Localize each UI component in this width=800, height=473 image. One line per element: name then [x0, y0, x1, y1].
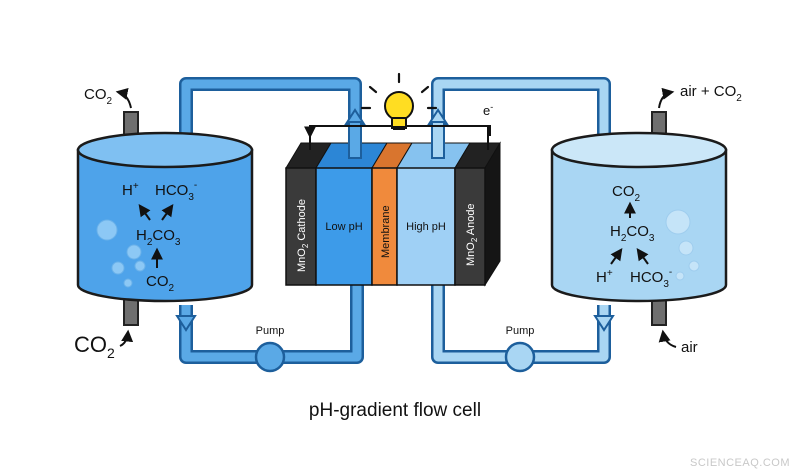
left-h-plus: H+ [122, 181, 139, 199]
light-bulb-icon [360, 72, 438, 130]
electron-arrow-right [480, 125, 491, 136]
right-h2co3: H2CO3 [610, 223, 655, 244]
cell-pipe-entries [348, 121, 445, 159]
right-arrow-h-h2co3 [610, 248, 623, 265]
right-bottom-air-arrow [658, 329, 677, 348]
high-ph-label: High pH [406, 221, 446, 233]
left-pump-icon [254, 341, 286, 373]
left-tank [76, 111, 254, 326]
electron-label: e- [483, 102, 493, 118]
flow-cell [285, 141, 501, 287]
right-tank-bubbles [665, 209, 700, 281]
anode-front [454, 167, 486, 286]
left-h2co3: H2CO3 [136, 227, 181, 248]
left-pump: Pump [254, 325, 286, 373]
left-co2: CO2 [146, 273, 175, 294]
right-tank [550, 111, 728, 326]
left-top-co2-arrow [115, 88, 132, 109]
left-bottom-co2-label: CO2 [74, 332, 115, 361]
cathode-label: MnO2 Cathode [296, 199, 310, 272]
membrane-label: Membrane [380, 205, 392, 258]
flow-arrow-right-down [593, 315, 615, 332]
right-bottom-air-label: air [681, 339, 698, 356]
watermark: SCIENCEAQ.COM [690, 457, 790, 469]
right-top-air-co2-label: air + CO2 [680, 83, 742, 104]
right-h-plus: H+ [596, 268, 613, 286]
gas-labels: CO2 CO2 air + CO2 air [74, 83, 742, 361]
right-tank-body [550, 148, 728, 303]
left-pump-label: Pump [256, 325, 285, 337]
cell-side [484, 141, 501, 287]
left-tank-species: H+ HCO3- H2CO3 CO2 [122, 180, 197, 294]
left-top-co2-label: CO2 [84, 86, 113, 107]
left-arrow-h2co3-hco3 [161, 204, 174, 221]
high-ph-front [396, 167, 456, 286]
flow-arrow-left-down [175, 315, 197, 332]
left-hco3-minus: HCO3- [155, 180, 197, 203]
right-co2: CO2 [612, 183, 641, 204]
left-arrow-h2co3-h [138, 204, 151, 221]
right-tank-top [550, 131, 728, 169]
right-hco3-minus: HCO3- [630, 267, 672, 290]
right-pump-label: Pump [506, 325, 535, 337]
left-bottom-co2-arrow [119, 329, 134, 347]
right-top-air-co2-arrow [658, 87, 675, 109]
left-tank-top [76, 131, 254, 169]
right-tank-species: CO2 H2CO3 H+ HCO3- [596, 183, 672, 290]
left-tank-bubbles [96, 219, 146, 288]
diagram-caption: pH-gradient flow cell [309, 400, 481, 421]
low-ph-label: Low pH [325, 221, 362, 233]
anode-label: MnO2 Anode [465, 203, 479, 266]
membrane-front [371, 167, 398, 286]
right-arrow-hco3-h2co3 [636, 248, 649, 265]
right-pump: Pump [504, 325, 536, 373]
right-pump-icon [504, 341, 536, 373]
